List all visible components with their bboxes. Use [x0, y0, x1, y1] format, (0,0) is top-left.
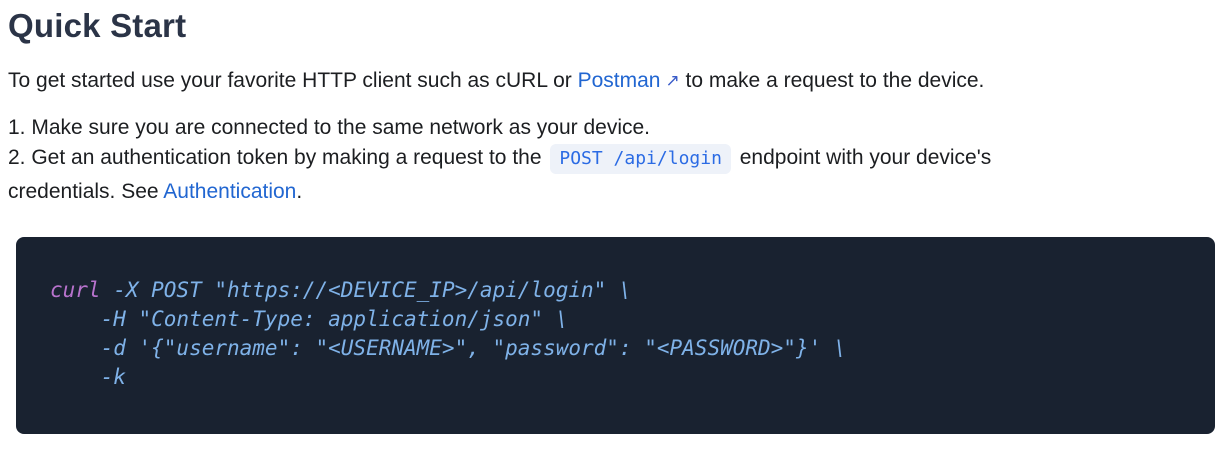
- steps-list: 1. Make sure you are connected to the sa…: [8, 113, 1215, 207]
- authentication-link[interactable]: Authentication: [163, 180, 297, 204]
- step-2-wrapped-line: credentials. See Authentication.: [8, 177, 1215, 207]
- curl-keyword: curl: [50, 278, 101, 303]
- postman-link[interactable]: Postman: [577, 69, 661, 93]
- code-line-3: -d '{"username": "<USERNAME>", "password…: [50, 336, 847, 361]
- intro-paragraph: To get started use your favorite HTTP cl…: [8, 66, 1215, 97]
- step-2-text-after-code: endpoint with your device's: [733, 146, 992, 170]
- intro-text-before-link: To get started use your favorite HTTP cl…: [8, 69, 578, 93]
- external-link-icon: ↗: [665, 71, 680, 91]
- quick-start-page: Quick Start To get started use your favo…: [0, 5, 1215, 435]
- step-2: 2. Get an authentication token by making…: [8, 143, 1215, 175]
- intro-text-after-link: to make a request to the device.: [679, 69, 985, 93]
- code-line-1-rest: -X POST "https://<DEVICE_IP>/api/login" …: [100, 278, 632, 303]
- code-line-1: curl -X POST "https://<DEVICE_IP>/api/lo…: [50, 276, 1191, 305]
- code-line-4: -k: [50, 365, 126, 390]
- step-2-text-after-link: .: [296, 180, 303, 204]
- inline-code-endpoint: POST /api/login: [550, 144, 731, 175]
- code-line-2: -H "Content-Type: application/json" \: [50, 307, 569, 332]
- page-title: Quick Start: [8, 7, 187, 44]
- step-2-text-before-code: 2. Get an authentication token by making…: [8, 146, 548, 170]
- step-1: 1. Make sure you are connected to the sa…: [8, 116, 651, 140]
- code-block: curl -X POST "https://<DEVICE_IP>/api/lo…: [16, 237, 1215, 435]
- step-2-text-before-link: credentials. See: [8, 180, 164, 204]
